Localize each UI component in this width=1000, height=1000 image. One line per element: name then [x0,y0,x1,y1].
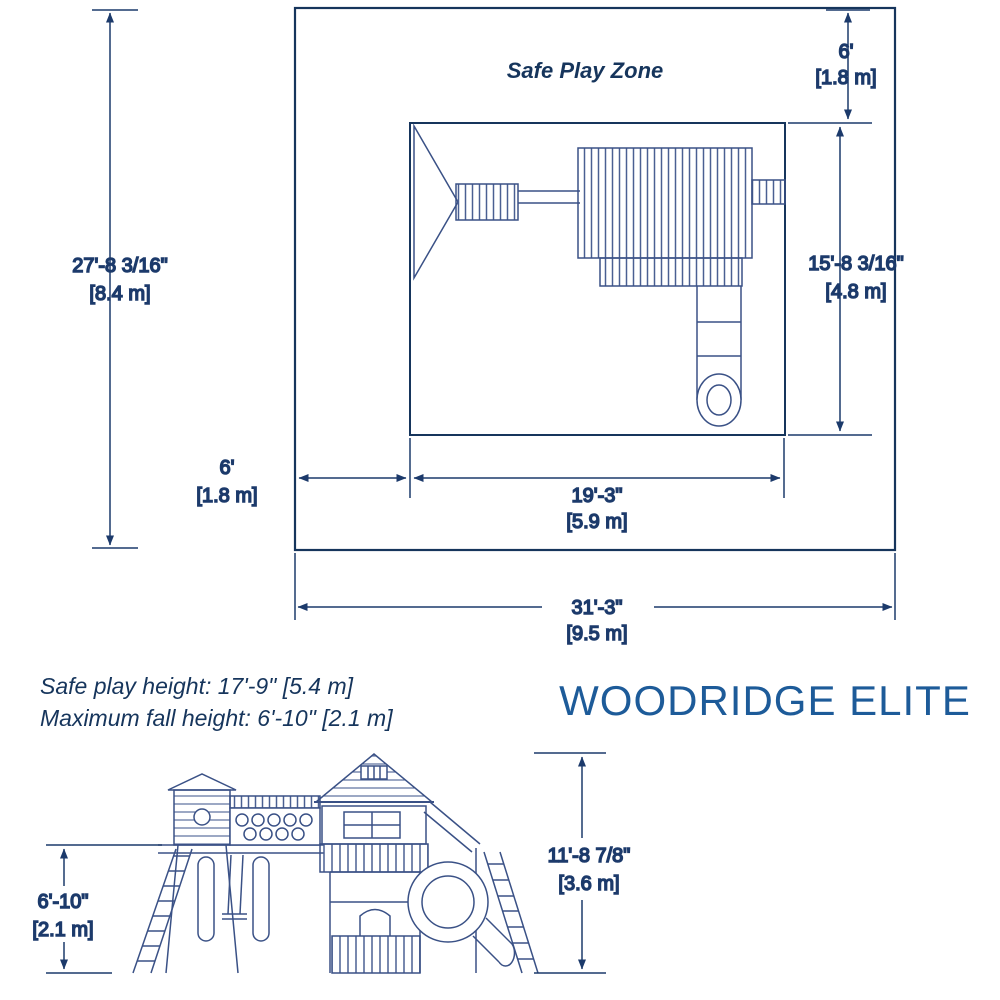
left-tower [165,773,239,974]
dim-inner-height: 15'-8 3/16" [4.8 m] [788,126,904,436]
play-structure-footprint [409,122,786,436]
dim-overall-height: 27'-8 3/16" [8.4 m] [72,9,168,549]
fort [313,753,481,974]
dim-inner-width: 19'-3" [5.9 m] [413,438,785,534]
safe-play-zone-label: Safe Play Zone [507,58,664,83]
inner-width-m: [5.9 m] [566,511,627,533]
overall-width-ft: 31'-3" [572,597,623,619]
inner-height-m: [4.8 m] [825,281,886,303]
overall-width-m: [9.5 m] [566,623,627,645]
access-ladder [483,851,539,974]
dim-fall-height: 6'-10" [2.1 m] [32,844,162,974]
main-roof-top [577,147,753,259]
inner-height-ft: 15'-8 3/16" [808,253,903,275]
safe-play-height-note: Safe play height: 17'-9" [5.4 m] [40,673,354,699]
overall-height-m: [8.4 m] [89,283,150,305]
top-offset-m: [1.8 m] [815,67,876,89]
tube-slide [407,861,516,967]
fall-height-m: [2.1 m] [32,919,93,941]
swing-beam [158,844,324,854]
bridge-panel [229,795,321,846]
fall-height-ft: 6'-10" [38,891,89,913]
structure-height-m: [3.6 m] [558,873,619,895]
inner-width-ft: 19'-3" [572,485,623,507]
top-view: Safe Play Zone 27'-8 3/16" [72,6,904,646]
top-offset-ft: 6' [839,41,854,63]
elevation-drawing [132,753,539,974]
dim-left-offset: 6' [1.8 m] [196,438,411,508]
monkey-beam-top [751,179,786,205]
overall-height-ft: 27'-8 3/16" [72,255,167,277]
structure-height-ft: 11'-8 7/8" [548,845,631,867]
maximum-fall-height-note: Maximum fall height: 6'-10" [2.1 m] [40,705,393,731]
left-offset-ft: 6' [220,457,235,479]
swing-aframe-top [413,123,459,281]
side-view: 11'-8 7/8" [3.6 m] 6'-10" [2.1 m] [32,752,631,974]
left-offset-m: [1.8 m] [196,485,257,507]
tube-slide-top [696,286,742,427]
swings [197,854,270,942]
porch-roof-top [599,257,743,287]
product-title: WOODRIDGE ELITE [559,677,971,724]
dim-top-offset: 6' [1.8 m] [788,9,877,124]
swing-beam-top [455,183,519,221]
climbing-ramp [132,848,193,974]
dim-overall-width: 31'-3" [9.5 m] [294,553,896,646]
safe-play-zone-outer-boundary [293,6,897,552]
top-view-playset-drawing [413,123,786,427]
dim-structure-height: 11'-8 7/8" [3.6 m] [534,752,631,974]
